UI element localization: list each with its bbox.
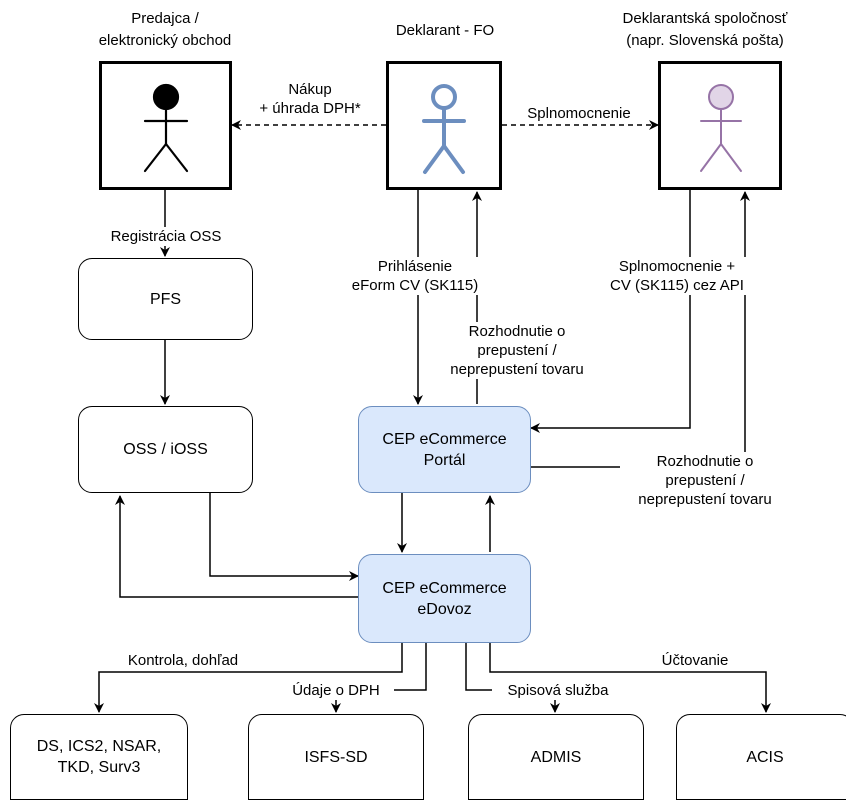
edge-label-rozhodnutie-company-line1: Rozhodnutie o xyxy=(656,453,754,470)
portal-box[interactable]: CEP eCommerce Portál xyxy=(358,406,531,493)
company-title-line2: (napr. Slovenská pošta) xyxy=(626,32,784,49)
edge-label-rozhodnutie-declarant: Rozhodnutie o prepustení / neprepustení … xyxy=(432,322,602,379)
edge-udaje xyxy=(331,643,427,713)
edge-label-registracia: Registrácia OSS xyxy=(96,227,236,246)
edge-label-kontrola: Kontrola, dohľad xyxy=(127,652,239,669)
edge-splnomocnenie-api xyxy=(530,190,691,433)
edge-label-splnomocnenie: Splnomocnenie xyxy=(527,105,631,122)
company-actor[interactable] xyxy=(658,61,782,190)
seller-actor[interactable] xyxy=(99,61,232,190)
ds-label-line1: DS, ICS2, NSAR, xyxy=(36,738,162,755)
edge-label-rozhodnutie-company: Rozhodnutie o prepustení / neprepustení … xyxy=(620,452,790,509)
edge-label-prihlasenie-line2: eForm CV (SK115) xyxy=(351,277,479,294)
seller-title-line1: Predajca / xyxy=(131,10,199,27)
ds-box[interactable]: DS, ICS2, NSAR, TKD, Surv3 xyxy=(10,714,188,800)
edge-label-nakup-line2: + úhrada DPH* xyxy=(259,100,361,117)
stick-figure-black-icon xyxy=(143,83,189,173)
edge-oss-edovoz xyxy=(209,493,359,581)
edge-label-spisova: Spisová služba xyxy=(492,681,624,700)
edge-edovoz-oss xyxy=(115,495,358,598)
edge-label-splnomocnenie-api-line1: Splnomocnenie + xyxy=(618,258,736,275)
edge-label-nakup: Nákup + úhrada DPH* xyxy=(240,80,380,118)
ds-label-line2: TKD, Surv3 xyxy=(57,759,141,776)
edge-label-rozhodnutie-company-line3: neprepustení tovaru xyxy=(638,491,772,508)
edge-uctovanie xyxy=(489,643,771,713)
acis-box[interactable]: ACIS xyxy=(676,714,846,800)
pfs-box[interactable]: PFS xyxy=(78,258,253,340)
edge-label-prihlasenie: Prihlásenie eForm CV (SK115) xyxy=(340,257,490,295)
edge-label-splnomocnenie-api: Splnomocnenie + CV (SK115) cez API xyxy=(590,257,764,295)
edge-label-uctovanie: Účtovanie xyxy=(661,652,729,669)
edovoz-label-line2: eDovoz xyxy=(417,600,472,618)
edge-label-nakup-line1: Nákup xyxy=(288,81,332,98)
stick-figure-blue-icon xyxy=(422,84,466,174)
oss-box[interactable]: OSS / iOSS xyxy=(78,406,253,493)
portal-label-line2: Portál xyxy=(423,451,466,469)
seller-title: Predajca / elektronický obchod xyxy=(80,8,250,52)
portal-label-line1: CEP eCommerce xyxy=(382,430,507,448)
seller-title-line2: elektronický obchod xyxy=(98,32,232,49)
edge-label-prihlasenie-line1: Prihlásenie xyxy=(377,258,453,275)
company-title-line1: Deklarantská spoločnosť xyxy=(622,10,788,27)
edge-label-rozhodnutie-declarant-line2: prepustení / xyxy=(477,342,557,359)
declarant-actor[interactable] xyxy=(386,61,502,190)
admis-box[interactable]: ADMIS xyxy=(468,714,644,800)
stick-figure-purple-icon xyxy=(700,84,742,172)
edge-label-udaje: Údaje o DPH xyxy=(278,681,394,700)
company-title: Deklarantská spoločnosť (napr. Slovenská… xyxy=(610,8,800,52)
edge-spisova xyxy=(465,643,560,713)
edge-label-rozhodnutie-declarant-line1: Rozhodnutie o xyxy=(468,323,566,340)
edovoz-label-line1: CEP eCommerce xyxy=(382,579,507,597)
edge-label-rozhodnutie-declarant-line3: neprepustení tovaru xyxy=(450,361,584,378)
edovoz-box[interactable]: CEP eCommerce eDovoz xyxy=(358,554,531,643)
edge-label-rozhodnutie-company-line2: prepustení / xyxy=(665,472,745,489)
declarant-title: Deklarant - FO xyxy=(395,22,495,39)
edge-kontrola xyxy=(94,643,403,713)
isfs-box[interactable]: ISFS-SD xyxy=(248,714,424,800)
edge-label-splnomocnenie-api-line2: CV (SK115) cez API xyxy=(610,277,744,294)
